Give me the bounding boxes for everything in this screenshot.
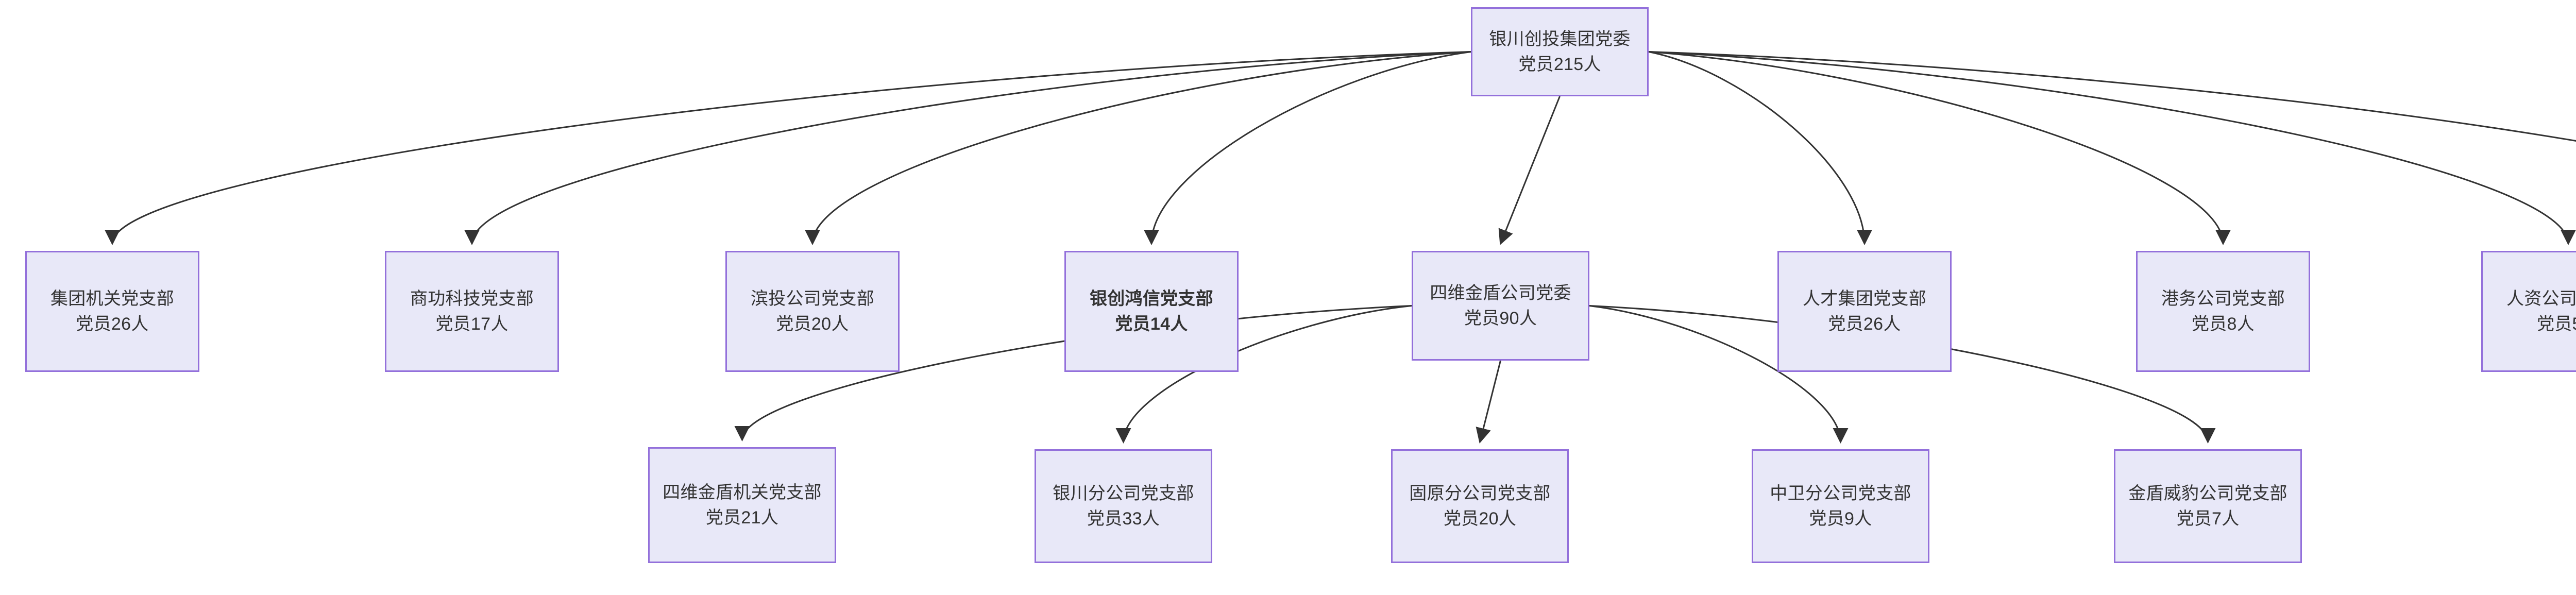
org-node-count: 党员5人 xyxy=(2536,314,2576,334)
org-node-count: 党员26人 xyxy=(1828,314,1901,334)
org-node-title: 银川分公司党支部 xyxy=(1053,484,1194,504)
org-node-siwei_jg[interactable]: 四维金盾机关党支部党员21人 xyxy=(648,447,836,563)
org-node-title: 中卫分公司党支部 xyxy=(1770,484,1911,504)
org-node-siwei[interactable]: 四维金盾公司党委党员90人 xyxy=(1412,251,1589,361)
org-node-count: 党员20人 xyxy=(1443,508,1517,529)
org-edge-root-to-shanggong xyxy=(464,51,1471,245)
org-node-shanggong[interactable]: 商功科技党支部党员17人 xyxy=(385,251,559,372)
org-node-title: 人才集团党支部 xyxy=(1802,289,1927,309)
org-node-count: 党员7人 xyxy=(2176,508,2240,529)
org-node-title: 滨投公司党支部 xyxy=(750,289,875,309)
org-node-count: 党员8人 xyxy=(2191,314,2255,334)
org-node-count: 党员17人 xyxy=(435,314,509,334)
org-node-zw_fen[interactable]: 中卫分公司党支部党员9人 xyxy=(1752,449,1929,563)
org-node-count: 党员33人 xyxy=(1087,508,1160,529)
org-edge-root-to-yinchuang xyxy=(1144,51,1471,245)
org-edge-root-to-jituan xyxy=(105,51,1471,245)
org-node-root[interactable]: 银川创投集团党委党员215人 xyxy=(1471,7,1649,96)
org-node-gy_fen[interactable]: 固原分公司党支部党员20人 xyxy=(1391,449,1569,563)
org-node-renzi[interactable]: 人资公司党支部党员5人 xyxy=(2481,251,2576,372)
org-node-jituan[interactable]: 集团机关党支部党员26人 xyxy=(25,251,199,372)
org-node-title: 商功科技党支部 xyxy=(410,289,534,309)
org-node-yinchuang[interactable]: 银创鸿信党支部党员14人 xyxy=(1064,251,1239,372)
org-node-yc_fen[interactable]: 银川分公司党支部党员33人 xyxy=(1035,449,1212,563)
org-node-rencai[interactable]: 人才集团党支部党员26人 xyxy=(1777,251,1952,372)
org-node-title: 人资公司党支部 xyxy=(2506,289,2576,309)
org-edge-root-to-gangwu xyxy=(1648,51,2231,245)
org-node-title: 银创鸿信党支部 xyxy=(1089,289,1214,309)
org-edge-siwei-to-gy_fen xyxy=(1476,360,1501,444)
org-edge-root-to-siwei xyxy=(1498,96,1561,245)
org-node-title: 金盾威豹公司党支部 xyxy=(2128,484,2287,504)
org-node-title: 集团机关党支部 xyxy=(50,289,175,309)
org-node-bintou[interactable]: 滨投公司党支部党员20人 xyxy=(725,251,900,372)
org-node-count: 党员90人 xyxy=(1464,308,1537,328)
org-node-title: 港务公司党支部 xyxy=(2161,289,2285,309)
org-node-jd_weibao[interactable]: 金盾威豹公司党支部党员7人 xyxy=(2114,449,2302,563)
org-node-title: 银川创投集团党委 xyxy=(1489,29,1631,49)
org-node-count: 党员14人 xyxy=(1115,314,1188,334)
org-edge-root-to-bintou xyxy=(805,51,1471,245)
org-node-gangwu[interactable]: 港务公司党支部党员8人 xyxy=(2136,251,2310,372)
org-node-title: 四维金盾公司党委 xyxy=(1430,283,1571,303)
org-node-count: 党员9人 xyxy=(1809,508,1872,529)
org-node-count: 党员215人 xyxy=(1518,54,1601,74)
org-node-count: 党员20人 xyxy=(776,314,849,334)
org-edge-root-to-rencai xyxy=(1648,51,1872,245)
org-edge-root-to-landun xyxy=(1648,51,2576,142)
org-node-count: 党员26人 xyxy=(76,314,149,334)
org-node-title: 四维金盾机关党支部 xyxy=(663,483,822,503)
org-node-title: 固原分公司党支部 xyxy=(1409,484,1551,504)
edge-paths xyxy=(105,51,2576,444)
org-node-count: 党员21人 xyxy=(705,507,779,528)
org-edge-root-to-renzi xyxy=(1648,51,2576,245)
